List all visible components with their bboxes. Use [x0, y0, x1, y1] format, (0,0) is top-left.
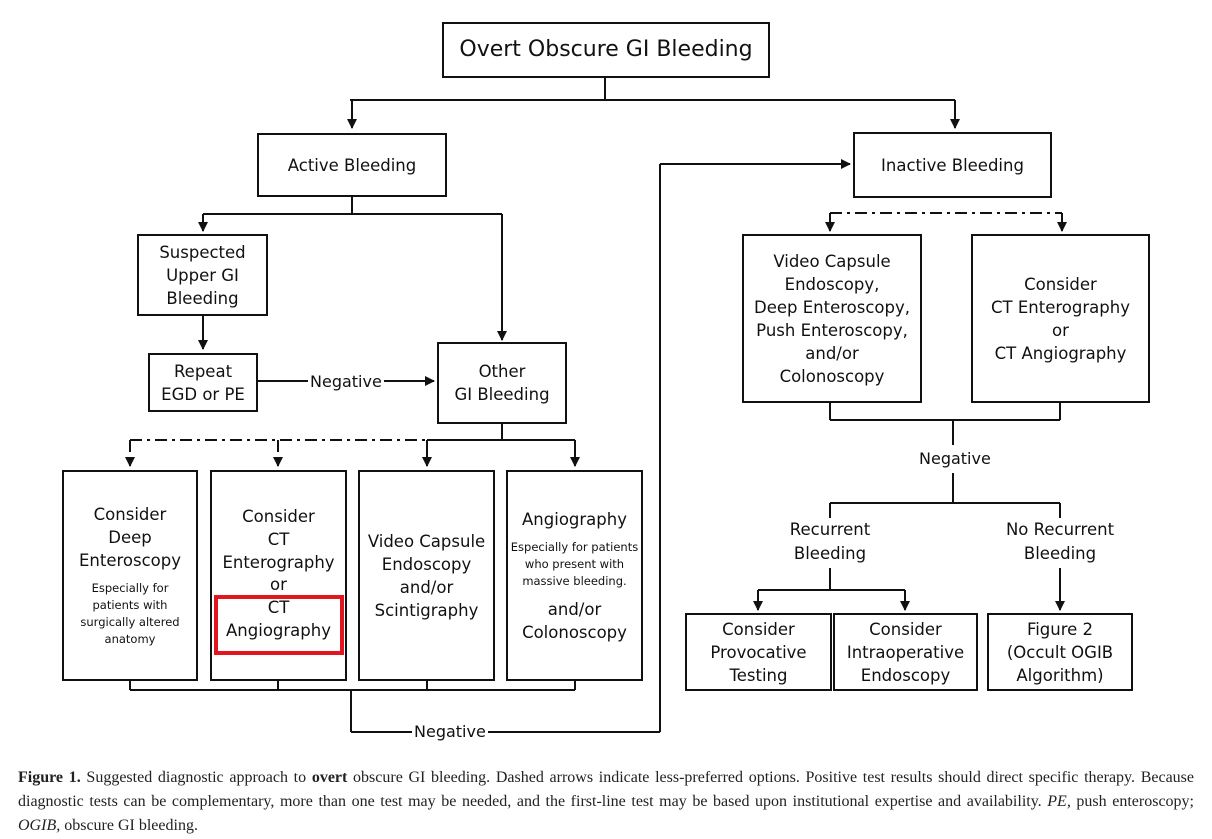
figure-2-box: Figure 2 (Occult OGIB Algorithm)	[987, 613, 1133, 691]
active-bleeding-box: Active Bleeding	[257, 133, 447, 197]
ct-highlight-line-2: Angiography	[226, 621, 331, 640]
intraoperative-endoscopy-box: Consider Intraoperative Endoscopy	[833, 613, 978, 691]
angio-note-3: massive bleeding.	[522, 573, 627, 588]
caption-abbr-pe: PE,	[1047, 793, 1071, 810]
inactive-tests-6: Colonoscopy	[779, 366, 885, 386]
capsule-line-3: and/or	[399, 577, 454, 597]
capsule-line-1: Video Capsule	[367, 531, 486, 551]
highlight-box	[214, 595, 344, 655]
suspected-line-3: Bleeding	[166, 288, 239, 308]
angio-rest-1: and/or	[547, 599, 602, 619]
angio-rest-2: Colonoscopy	[522, 622, 627, 642]
inactive-ct-4: CT Angiography	[994, 343, 1127, 363]
intraoperative-line-3: Endoscopy	[860, 665, 951, 685]
inactive-ct-box: Consider CT Enterography or CT Angiograp…	[971, 234, 1150, 403]
deep-title-1: Consider	[93, 505, 167, 524]
figure-caption: Figure 1. Suggested diagnostic approach …	[18, 766, 1194, 838]
deep-note-1: Especially for	[91, 581, 169, 595]
title-box: Overt Obscure GI Bleeding	[442, 22, 770, 78]
repeat-line-1: Repeat	[173, 361, 233, 381]
repeat-line-2: EGD or PE	[161, 384, 245, 404]
provocative-line-2: Provocative	[710, 642, 807, 662]
deep-title-3: Enteroscopy	[78, 551, 182, 570]
deep-note-4: anatomy	[104, 632, 156, 646]
caption-abbr-ogib: OGIB,	[18, 817, 61, 834]
suspected-line-2: Upper GI	[166, 265, 239, 285]
deep-note-2: patients with	[92, 598, 168, 612]
inactive-tests-box: Video Capsule Endoscopy, Deep Enteroscop…	[742, 234, 922, 403]
provocative-line-3: Testing	[729, 665, 788, 685]
caption-def-pe: push enteroscopy;	[1070, 793, 1194, 810]
recurrent-line-2: Bleeding	[793, 544, 867, 563]
caption-part-2: obscure GI bleeding. Dashed arrows indic…	[18, 769, 1195, 810]
inactive-ct-1: Consider	[1024, 274, 1097, 294]
no-recurrent-bleeding-label: No Recurrent Bleeding	[985, 518, 1135, 566]
capsule-scintigraphy-box: Video Capsule Endoscopy and/or Scintigra…	[358, 470, 495, 681]
figure2-line-3: Algorithm)	[1016, 665, 1104, 685]
capsule-line-4: Scintigraphy	[374, 600, 479, 620]
capsule-line-2: Endoscopy	[381, 554, 472, 574]
deep-enteroscopy-box: Consider Deep Enteroscopy Especially for…	[62, 470, 198, 681]
ct-line-2: CT	[267, 530, 290, 549]
negative-label-left: Negative	[308, 372, 384, 392]
caption-def-ogib: obscure GI bleeding.	[60, 817, 198, 834]
inactive-tests-1: Video Capsule	[773, 251, 891, 271]
figure2-line-2: (Occult OGIB	[1006, 642, 1114, 662]
deep-title-2: Deep	[108, 528, 152, 547]
no-recurrent-line-2: Bleeding	[1023, 544, 1097, 563]
inactive-ct-3: or	[1052, 320, 1069, 340]
intraoperative-line-1: Consider	[869, 619, 942, 639]
inactive-tests-3: Deep Enteroscopy,	[754, 297, 910, 317]
ct-highlight-line-1: CT	[267, 598, 290, 617]
ct-option-box: Consider CT Enterography or CT Angiograp…	[210, 470, 347, 681]
other-line-2: GI Bleeding	[454, 385, 550, 404]
inactive-tests-5: and/or	[805, 343, 859, 363]
inactive-tests-2: Endoscopy,	[784, 274, 880, 294]
ct-line-3: Enterography	[222, 553, 335, 572]
caption-bold-word: overt	[311, 769, 348, 786]
caption-label: Figure 1.	[18, 769, 81, 786]
figure2-line-1: Figure 2	[1026, 619, 1094, 639]
inactive-bleeding-box: Inactive Bleeding	[853, 132, 1052, 198]
suspected-line-1: Suspected	[159, 242, 246, 262]
ct-line-4: or	[270, 575, 287, 594]
inactive-bleeding-label: Inactive Bleeding	[881, 155, 1024, 175]
recurrent-bleeding-label: Recurrent Bleeding	[760, 518, 900, 566]
inactive-ct-2: CT Enterography	[991, 297, 1130, 317]
angiography-box: Angiography Especially for patients who …	[506, 470, 643, 681]
provocative-testing-box: Consider Provocative Testing	[685, 613, 832, 691]
ct-line-1: Consider	[242, 507, 315, 526]
deep-note-3: surgically altered	[80, 615, 180, 629]
active-bleeding-label: Active Bleeding	[287, 155, 417, 175]
angio-title: Angiography	[522, 509, 627, 529]
negative-label-right: Negative	[917, 449, 993, 469]
inactive-tests-4: Push Enteroscopy,	[756, 320, 908, 340]
angio-note-2: who present with	[524, 556, 625, 571]
repeat-egd-box: Repeat EGD or PE	[148, 353, 258, 412]
provocative-line-1: Consider	[722, 619, 795, 639]
other-line-1: Other	[478, 362, 526, 381]
recurrent-line-1: Recurrent	[789, 520, 871, 539]
suspected-upper-gi-box: Suspected Upper GI Bleeding	[137, 234, 268, 316]
angio-note-1: Especially for patients	[510, 539, 639, 554]
intraoperative-line-2: Intraoperative	[846, 642, 965, 662]
caption-part-1: Suggested diagnostic approach to	[80, 769, 312, 786]
title-text: Overt Obscure GI Bleeding	[459, 37, 753, 62]
no-recurrent-line-1: No Recurrent	[1005, 520, 1115, 539]
other-gi-bleeding-box: Other GI Bleeding	[437, 342, 567, 424]
negative-label-bottom: Negative	[412, 722, 488, 742]
